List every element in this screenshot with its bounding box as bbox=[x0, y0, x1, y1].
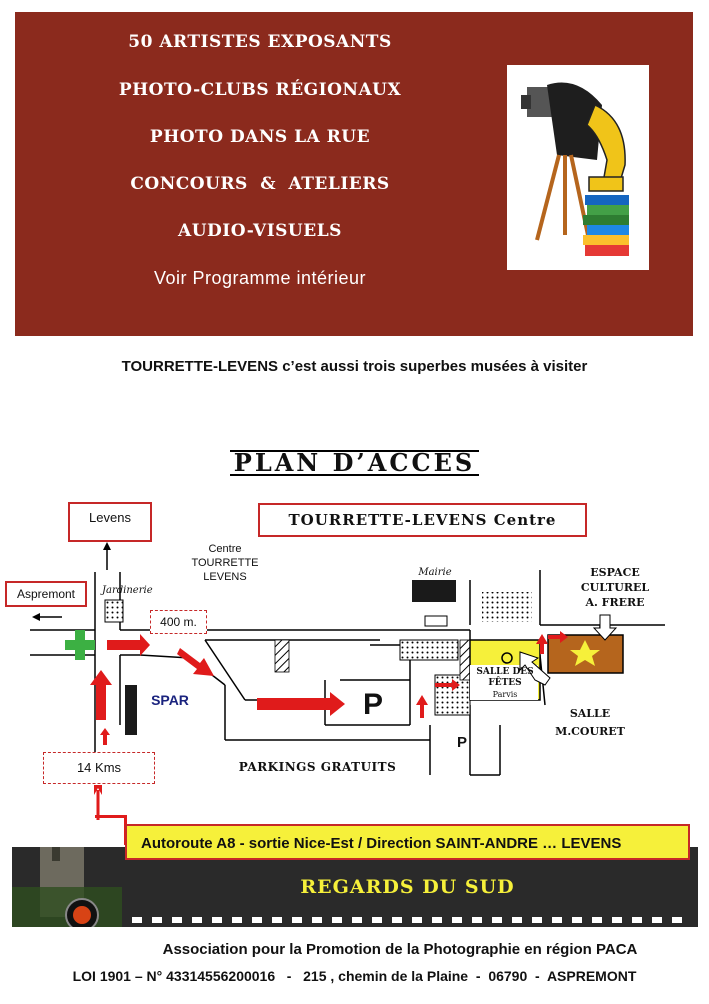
pharmacy-cross-icon bbox=[65, 630, 95, 660]
route-connector bbox=[95, 815, 127, 818]
jardinerie-label: Jardinerie bbox=[102, 585, 153, 596]
levens-direction-label: Levens bbox=[68, 502, 152, 542]
parking-symbol-large: P bbox=[362, 688, 383, 721]
banner-line: CONCOURS & ATELIERS bbox=[130, 174, 390, 194]
parvis-label: Parvis bbox=[492, 690, 518, 699]
association-name: Association pour la Promotion de la Phot… bbox=[162, 941, 638, 958]
photographer-illustration bbox=[507, 65, 649, 270]
parking-symbol-small: P bbox=[456, 734, 467, 751]
access-map bbox=[30, 542, 665, 820]
distance-14-label: 14 Kms bbox=[43, 752, 155, 784]
film-strip bbox=[12, 827, 698, 932]
centre-box-label: TOURRETTE-LEVENS Centre bbox=[258, 503, 587, 537]
banner-line: AUDIO-VISUELS bbox=[178, 221, 342, 241]
parkings-gratuits-label: PARKINGS GRATUITS bbox=[238, 760, 397, 774]
distance-400-label: 400 m. bbox=[150, 610, 207, 634]
banner-line: 50 ARTISTES EXPOSANTS bbox=[128, 32, 392, 52]
programme-link-text: Voir Programme intérieur bbox=[153, 268, 367, 288]
regards-du-sud-title: REGARDS DU SUD bbox=[300, 876, 515, 898]
photographer-icon bbox=[521, 82, 629, 256]
spar-label: SPAR bbox=[151, 692, 189, 708]
autoroute-directions: Autoroute A8 - sortie Nice-Est / Directi… bbox=[125, 824, 690, 860]
mairie-label: Mairie bbox=[418, 567, 452, 578]
banner-line: PHOTO-CLUBS RÉGIONAUX bbox=[118, 80, 402, 100]
aspremont-direction-label: Aspremont bbox=[5, 581, 87, 607]
banner-line: PHOTO DANS LA RUE bbox=[149, 127, 371, 147]
museums-note: TOURRETTE-LEVENS c’est aussi trois super… bbox=[121, 358, 588, 375]
plan-title: PLAN D’ACCES bbox=[0, 448, 709, 477]
association-address: LOI 1901 – N° 43314556200016 - 215 , che… bbox=[72, 968, 637, 984]
